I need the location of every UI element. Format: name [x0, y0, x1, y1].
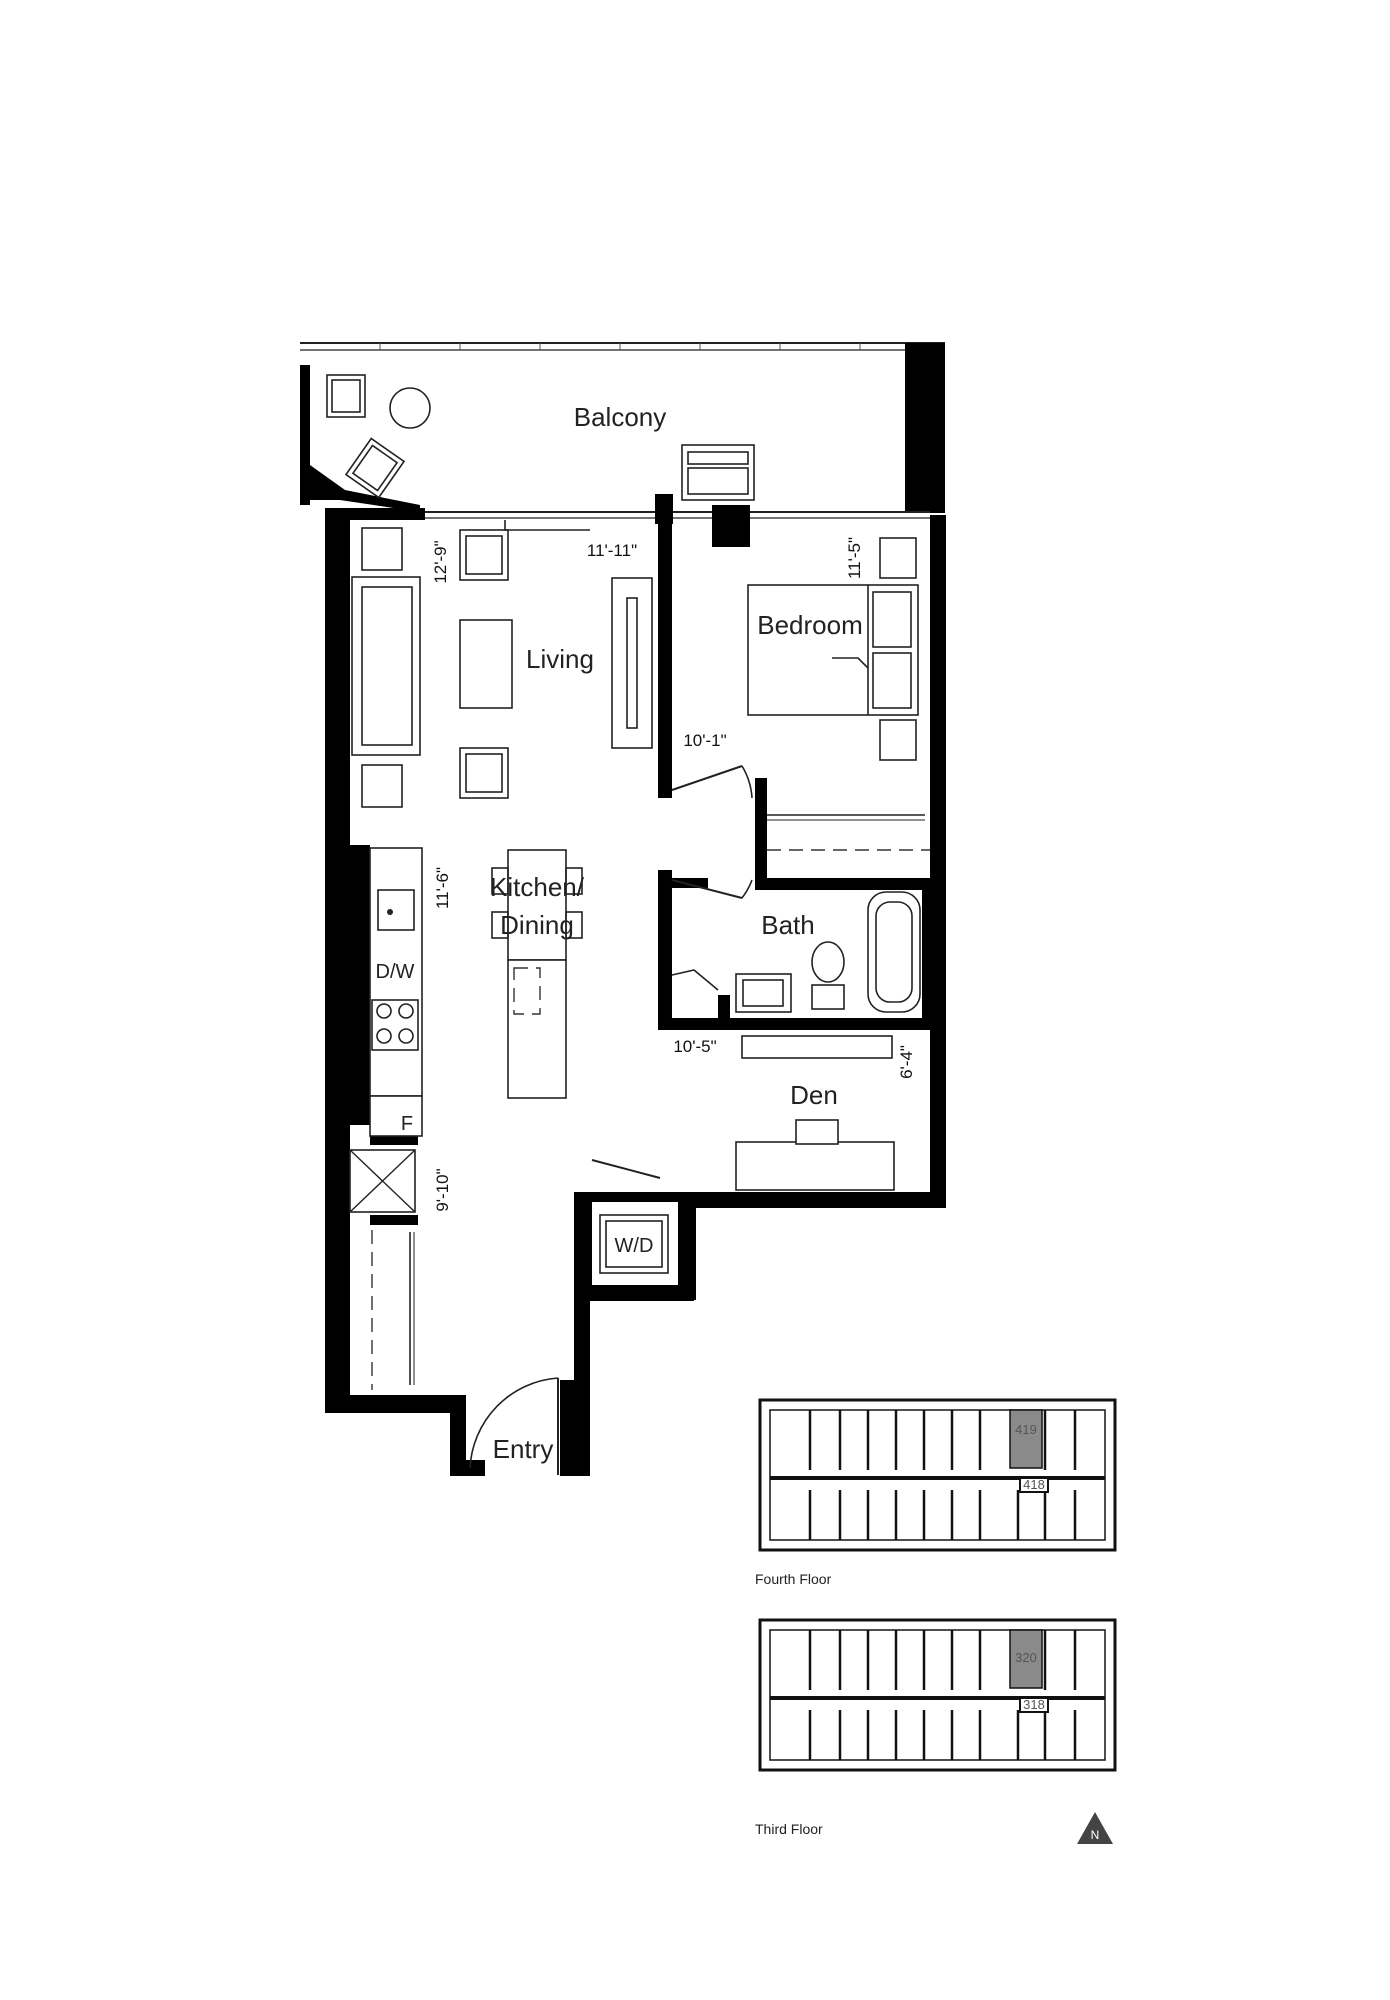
- dim-den-depth: 6'-4": [897, 1045, 916, 1079]
- toilet: [811, 941, 845, 983]
- bathtub: [867, 891, 921, 1013]
- dining-table: [507, 849, 567, 961]
- dim-bedroom-width: 10'-1": [683, 731, 726, 750]
- washer-dryer: [599, 1214, 669, 1274]
- balcony-chair-2: [344, 437, 406, 499]
- room-label-bath: Bath: [761, 910, 815, 940]
- nightstand: [879, 537, 917, 579]
- living-area: Living 12'-9" 11'-11": [351, 520, 653, 808]
- room-label-entry: Entry: [493, 1434, 554, 1464]
- key-plan-caption-fourth: Fourth Floor: [755, 1571, 832, 1587]
- fridge: [369, 1095, 423, 1137]
- side-table-2: [361, 764, 403, 808]
- room-label-kitchen-2: Dining: [500, 910, 574, 940]
- dim-living-depth: 12'-9": [431, 540, 450, 583]
- dim-living-width: 11'-11": [587, 541, 637, 560]
- media-console: [611, 577, 653, 749]
- nightstand-2: [879, 719, 917, 761]
- dim-foyer-depth: 9'-10": [433, 1168, 452, 1211]
- armchair-2: [459, 747, 509, 799]
- key-plan-third-floor: 320 318 Third Floor: [755, 1618, 1117, 1837]
- den-chair: [795, 1119, 839, 1145]
- den-area: Den 10'-5" 6'-4": [673, 1035, 916, 1191]
- dim-kitchen-depth: 11'-6": [433, 867, 452, 909]
- key-plan-fourth-floor: 419 418 Fourth Floor: [755, 1398, 1117, 1587]
- den-shelf: [741, 1035, 893, 1059]
- side-table: [361, 527, 403, 571]
- fixture-washer-dryer: W/D: [615, 1235, 654, 1257]
- fixture-fridge: F: [401, 1113, 413, 1135]
- highlight-unit-320: [1009, 1629, 1043, 1689]
- bath-area: Bath: [671, 879, 921, 1013]
- bed: [747, 584, 919, 716]
- entry-area: W/D Entry 9'-10": [349, 1149, 669, 1475]
- room-label-kitchen-1: Kitchen/: [490, 872, 585, 902]
- dim-den-width: 10'-5": [673, 1037, 716, 1056]
- sink: [377, 889, 415, 931]
- balcony-area: Balcony: [300, 342, 945, 513]
- walls: [325, 494, 946, 1476]
- unit-number-320: 320: [1015, 1650, 1037, 1665]
- armchair: [459, 529, 509, 581]
- coffee-table: [459, 619, 513, 709]
- room-label-living: Living: [526, 644, 594, 674]
- bedroom-area: Bedroom 11'-5" 10'-1": [671, 537, 930, 851]
- key-plan-caption-third: Third Floor: [755, 1821, 823, 1837]
- balcony-chair: [326, 374, 366, 418]
- unit-number-419: 419: [1015, 1422, 1037, 1437]
- cooktop: [371, 999, 419, 1051]
- sofa: [351, 576, 421, 756]
- kitchen-area: D/W F Kitchen/ Dining 11'-6": [369, 847, 585, 1137]
- room-label-bedroom: Bedroom: [757, 610, 863, 640]
- room-label-balcony: Balcony: [574, 402, 667, 432]
- kitchen-island: [507, 959, 567, 1099]
- fixture-dishwasher: D/W: [376, 961, 415, 983]
- unit-number-318: 318: [1023, 1697, 1045, 1712]
- den-desk: [735, 1141, 895, 1191]
- highlight-unit-419: [1009, 1409, 1043, 1469]
- north-arrow-label: N: [1091, 1828, 1100, 1842]
- bbq-grill: [681, 444, 755, 501]
- dim-bedroom-depth: 11'-5": [845, 537, 864, 579]
- balcony-table: [389, 387, 431, 429]
- room-label-den: Den: [790, 1080, 838, 1110]
- north-arrow-icon: N: [1077, 1812, 1113, 1844]
- balcony-column: [905, 343, 945, 513]
- unit-number-418: 418: [1023, 1477, 1045, 1492]
